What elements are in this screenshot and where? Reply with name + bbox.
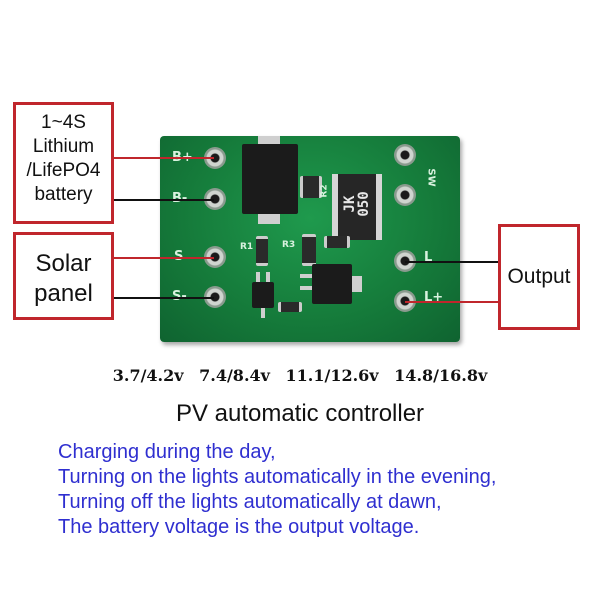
pin-label-b-minus: B- (172, 191, 187, 206)
solar-plus-line (114, 257, 214, 259)
battery-label-box: 1~4S Lithium /LifePO4 battery (13, 102, 114, 224)
voltage-2s: 7.4/8.4v (199, 366, 270, 385)
pin-label-sw: SW (425, 168, 437, 187)
pad-b-minus (204, 188, 226, 210)
pcb-board: B+ B- S S- SW L L+ R2 JK 050 R1 R3 (160, 136, 460, 342)
product-title: PV automatic controller (175, 400, 425, 427)
pin-label-s-minus: S- (172, 289, 187, 304)
description-line-1: Charging during the day, (58, 441, 276, 463)
component-label-r1: R1 (240, 242, 254, 252)
battery-label-line-4: battery (34, 184, 93, 205)
description-line-4: The battery voltage is the output voltag… (58, 516, 420, 538)
resistor-r2 (300, 176, 322, 198)
pad-sw-top (394, 144, 416, 166)
output-label: Output (507, 265, 571, 288)
pin-label-s: S (174, 249, 183, 264)
component-label-r2: R2 (319, 184, 330, 198)
mosfet-pins (300, 286, 312, 290)
pad-s-minus (204, 286, 226, 308)
component-label-r3: R3 (282, 240, 296, 250)
transistor-pins (266, 272, 270, 282)
solar-label-line-2: panel (34, 280, 93, 307)
solar-label-line-1: Solar (35, 250, 92, 277)
pad-sw-bottom (394, 184, 416, 206)
output-plus-line (405, 301, 498, 303)
resistor-right (324, 236, 350, 248)
diode-tab (258, 136, 280, 146)
resistor-r3 (302, 234, 316, 266)
inductor-marking-jk: JK (342, 195, 358, 213)
inductor-marking-050: 050 (356, 191, 372, 217)
solar-panel-label-box: Solar panel (13, 232, 114, 320)
battery-plus-line (114, 157, 214, 159)
mosfet-large (312, 264, 352, 304)
mosfet-pins (300, 274, 312, 278)
description-line-2: Turning on the lights automatically in t… (58, 466, 497, 488)
battery-label-line-1: 1~4S (41, 112, 86, 133)
voltage-4s: 14.8/16.8v (394, 366, 488, 385)
transistor-pins (261, 308, 265, 318)
mosfet-pins (352, 276, 362, 292)
inductor-marking: JK 050 (342, 188, 372, 220)
pin-label-l: L (424, 250, 433, 265)
description-line-3: Turning off the lights automatically at … (58, 491, 442, 513)
schottky-diode (242, 144, 298, 214)
solar-minus-line (114, 297, 214, 299)
battery-label-line-2: Lithium (32, 136, 95, 157)
output-minus-line (405, 261, 498, 263)
voltage-1s: 3.7/4.2v (112, 366, 184, 385)
voltage-3s: 11.1/12.6v (285, 366, 379, 385)
resistor-r1 (256, 236, 268, 266)
description: Charging during the day, Turning on the … (58, 440, 588, 540)
transistor-pins (256, 272, 260, 282)
battery-label-line-3: /LifePO4 (26, 160, 101, 181)
diode-lead (258, 214, 280, 224)
pad-b-plus (204, 147, 226, 169)
output-label-box: Output (498, 224, 580, 330)
resistor-bottom (278, 302, 302, 312)
inductor-jk050 (332, 174, 382, 240)
pad-s-plus (204, 246, 226, 268)
voltage-options: 3.7/4.2v 7.4/8.4v 11.1/12.6v 14.8/16.8v (0, 366, 600, 385)
transistor-small (252, 282, 274, 308)
battery-minus-line (114, 199, 214, 201)
